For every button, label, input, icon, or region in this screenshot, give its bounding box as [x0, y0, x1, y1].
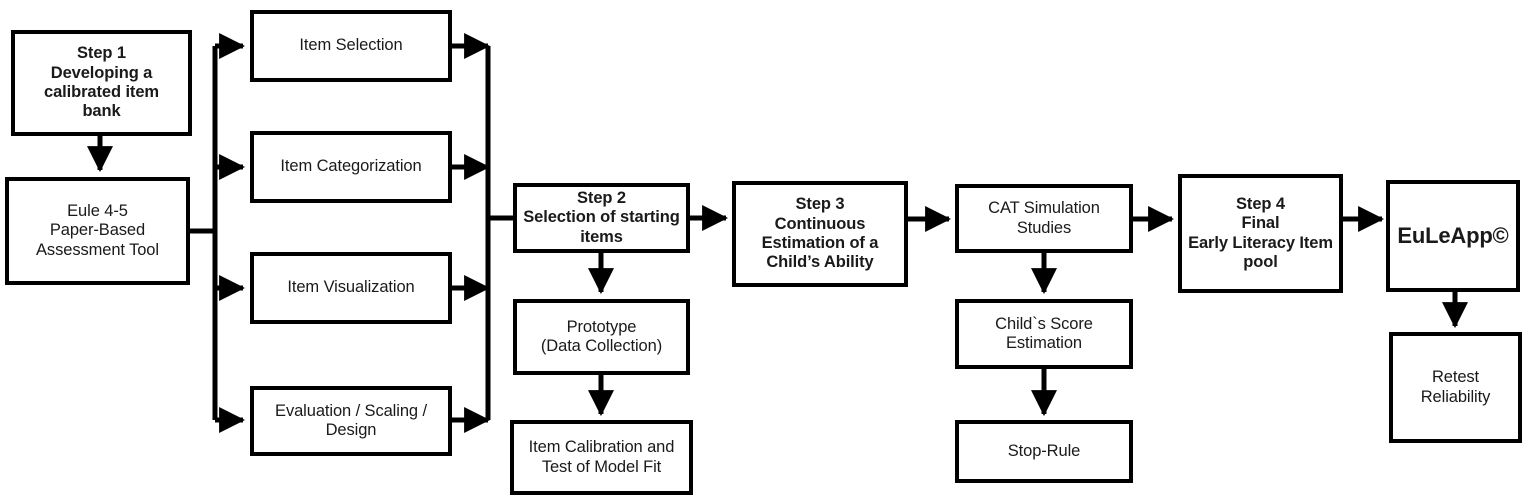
- node-retest-reliability[interactable]: Retest Reliability: [1389, 332, 1522, 443]
- node-eule-assessment-tool-label: Eule 4-5 Paper-Based Assessment Tool: [36, 201, 159, 259]
- node-prototype[interactable]: Prototype (Data Collection): [513, 299, 690, 375]
- node-cat-simulation-studies-label: CAT Simulation Studies: [988, 199, 1100, 237]
- node-item-visualization-label: Item Visualization: [287, 278, 415, 297]
- node-retest-reliability-label: Retest Reliability: [1420, 368, 1491, 406]
- node-step1-label: Step 1 Developing a calibrated item bank: [44, 44, 159, 121]
- node-item-calibration[interactable]: Item Calibration and Test of Model Fit: [510, 420, 693, 495]
- node-evaluation-scaling-design[interactable]: Evaluation / Scaling / Design: [250, 386, 452, 456]
- node-item-calibration-label: Item Calibration and Test of Model Fit: [528, 438, 675, 476]
- node-evaluation-scaling-design-label: Evaluation / Scaling / Design: [275, 401, 427, 439]
- node-step4-label: Step 4 Final Early Literacy Item pool: [1188, 194, 1333, 271]
- node-stop-rule[interactable]: Stop-Rule: [955, 420, 1133, 483]
- node-stop-rule-label: Stop-Rule: [1007, 441, 1081, 460]
- node-item-selection-label: Item Selection: [299, 36, 403, 55]
- node-step3-label: Step 3 Continuous Estimation of a Child’…: [761, 195, 879, 272]
- node-step2[interactable]: Step 2 Selection of starting items: [513, 183, 690, 253]
- node-step4[interactable]: Step 4 Final Early Literacy Item pool: [1178, 174, 1343, 293]
- node-item-selection[interactable]: Item Selection: [250, 10, 452, 82]
- node-euleapp-label: EuLeApp©: [1397, 223, 1509, 249]
- node-child-score-estimation[interactable]: Child`s Score Estimation: [955, 299, 1133, 369]
- node-item-categorization-label: Item Categorization: [280, 157, 422, 176]
- node-child-score-estimation-label: Child`s Score Estimation: [995, 314, 1093, 352]
- node-item-visualization[interactable]: Item Visualization: [250, 252, 452, 324]
- node-step3[interactable]: Step 3 Continuous Estimation of a Child’…: [732, 181, 908, 287]
- node-step1[interactable]: Step 1 Developing a calibrated item bank: [11, 30, 192, 136]
- node-cat-simulation-studies[interactable]: CAT Simulation Studies: [955, 184, 1133, 253]
- node-item-categorization[interactable]: Item Categorization: [250, 131, 452, 203]
- node-eule-assessment-tool[interactable]: Eule 4-5 Paper-Based Assessment Tool: [5, 177, 190, 285]
- node-euleapp[interactable]: EuLeApp©: [1386, 180, 1520, 292]
- node-prototype-label: Prototype (Data Collection): [540, 317, 663, 355]
- node-step2-label: Step 2 Selection of starting items: [523, 188, 680, 246]
